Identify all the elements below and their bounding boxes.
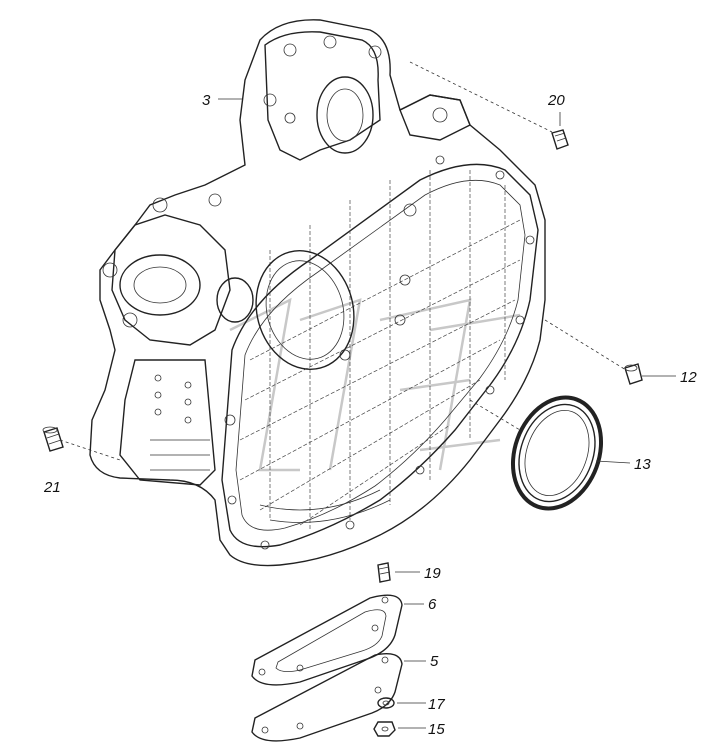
part-20-plug — [551, 129, 569, 150]
callout-17: 17 — [428, 696, 445, 713]
part-6-gasket — [251, 594, 403, 686]
part-19-stud — [377, 562, 391, 583]
callout-15: 15 — [428, 721, 445, 738]
callout-21: 21 — [43, 479, 61, 496]
part-13-seal-ring — [510, 395, 604, 511]
callout-13: 13 — [634, 456, 651, 473]
callout-5: 5 — [430, 653, 439, 670]
callout-19: 19 — [424, 565, 441, 582]
part-15-nut — [373, 721, 396, 737]
part-21-dowel — [42, 426, 64, 452]
flywheel-housing — [89, 19, 546, 567]
callout-3: 3 — [202, 92, 211, 109]
watermark-logo — [229, 297, 521, 472]
part-12-plug — [624, 363, 643, 385]
callout-6: 6 — [428, 596, 437, 613]
part-5-cover — [251, 652, 403, 742]
callout-12: 12 — [680, 369, 697, 386]
part-17-washer — [377, 697, 395, 709]
callout-20: 20 — [547, 92, 565, 109]
leader-lines — [59, 61, 676, 729]
